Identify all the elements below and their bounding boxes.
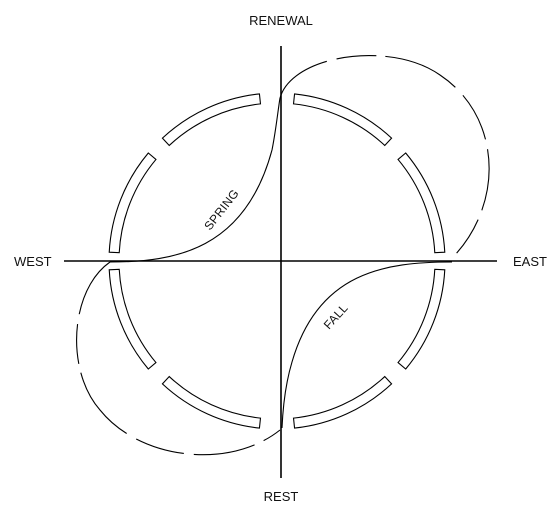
ring-segment [108,152,157,254]
east-label: EAST [513,254,547,269]
fall-label: FALL [321,301,351,332]
ring-segment [397,268,446,370]
north-label: RENEWAL [249,13,313,28]
dashed-arc-upper-right [279,55,490,256]
ring-segment [292,375,393,429]
spring-curve [109,97,281,263]
ring-segment [161,93,262,147]
ring-segment [108,268,157,370]
west-label: WEST [14,254,52,269]
segmented-ring [108,93,446,429]
dashed-arc-lower-left [76,261,281,456]
ring-segment [161,375,262,429]
ring-segment [292,93,393,147]
fall-curve [281,261,453,429]
spring-label: SPRING [201,187,241,233]
south-label: REST [264,489,299,504]
dashed-outer-arcs [76,55,490,456]
ring-segment [397,152,446,254]
